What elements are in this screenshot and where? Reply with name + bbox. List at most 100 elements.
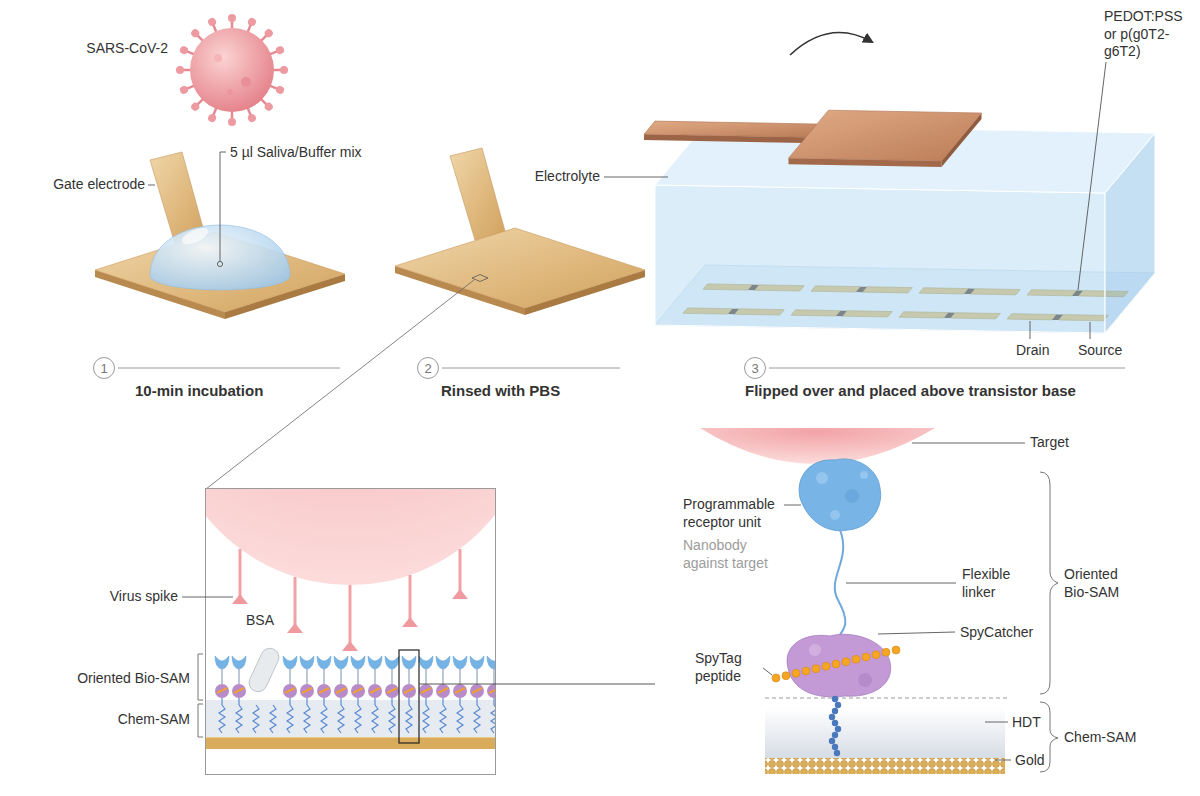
- nanobody-texture: [845, 489, 859, 503]
- part-label: Electrolyte: [535, 168, 600, 186]
- step-rule: [118, 368, 340, 369]
- inset-scene: [205, 488, 496, 749]
- gold-layer: [205, 737, 496, 749]
- drop-highlight: [180, 225, 210, 248]
- spike-head: [287, 623, 303, 633]
- leader-line: [604, 177, 668, 178]
- receptor: [402, 656, 416, 733]
- layer-label: Chem-SAM: [118, 711, 190, 729]
- spycatcher-texture: [858, 673, 872, 687]
- spike-stalk: [239, 549, 242, 596]
- leader-line: [1078, 62, 1106, 290]
- spycatcher-texture: [809, 644, 821, 656]
- gate-tab: [644, 121, 817, 137]
- electrolyte-front: [655, 185, 1105, 333]
- leader-line: [1030, 321, 1031, 339]
- step-number: 1: [100, 362, 107, 375]
- virus-surface: [205, 488, 496, 585]
- leader-line: [1090, 322, 1091, 339]
- spike-stalk: [409, 575, 412, 619]
- step-rule: [442, 368, 620, 369]
- thiol-chain: [253, 705, 259, 733]
- gate-electrode: [395, 148, 645, 315]
- gold-edge: [205, 737, 496, 738]
- layer-label: Oriented Bio-SAM: [77, 670, 190, 688]
- molecule-label: BSA: [246, 612, 274, 630]
- spike-protein: [228, 14, 236, 30]
- part-label: HDT: [1012, 714, 1041, 732]
- part-label: SpyTag peptide: [695, 650, 757, 685]
- step-circle: 2: [417, 357, 439, 379]
- leader-dot: [217, 261, 222, 266]
- leader-line: [784, 505, 801, 506]
- spike-head: [232, 594, 248, 604]
- spike-head: [402, 617, 418, 627]
- nanobody-texture: [830, 510, 840, 520]
- receptor: [470, 656, 484, 733]
- receptor: [368, 656, 382, 733]
- spycatcher: [787, 634, 891, 697]
- nanobody-texture: [860, 471, 868, 479]
- spike-stalk: [459, 549, 462, 591]
- leader-line: [220, 152, 226, 261]
- gold-atoms: [765, 758, 1005, 774]
- nanobody-texture: [816, 472, 828, 484]
- spike-head: [452, 589, 468, 599]
- spike-stalk: [349, 585, 352, 643]
- spike-head: [342, 641, 358, 651]
- virus-particle: [176, 14, 288, 126]
- terminal-label: Drain: [1016, 342, 1049, 360]
- leader-line: [995, 760, 1011, 761]
- highlight-box: [399, 650, 419, 743]
- leader-line: [985, 722, 1008, 723]
- hdt-layer: [765, 708, 1005, 758]
- leader-line: [148, 185, 155, 186]
- terminal-label: Source: [1078, 342, 1122, 360]
- virus-texture: [227, 89, 233, 95]
- chem-sam-band: [205, 700, 496, 737]
- flip-arrow: [790, 33, 872, 55]
- virus-body: [190, 28, 274, 112]
- leader-line: [182, 597, 233, 598]
- flipped-gate: [644, 110, 982, 167]
- virus-label: SARS-CoV-2: [86, 40, 168, 58]
- part-label: Virus spike: [110, 588, 178, 606]
- step-rule: [769, 368, 1125, 369]
- step-caption: 10-min incubation: [135, 382, 263, 401]
- part-label: Gold: [1015, 752, 1045, 770]
- flexible-linker: [835, 530, 846, 640]
- receptor: [334, 656, 348, 733]
- spike-protein: [176, 66, 192, 74]
- part-label: Target: [1030, 434, 1069, 452]
- divider-dashed: [765, 698, 1010, 699]
- spike-protein: [272, 66, 288, 74]
- receptor: [215, 656, 229, 733]
- part-label: Flexible linker: [962, 566, 1032, 601]
- zoom-line: [419, 684, 655, 685]
- receptor: [385, 656, 399, 733]
- gate-pad: [789, 110, 982, 161]
- material-label: PEDOT:PSS or p(g0T2-g6T2): [1104, 8, 1194, 61]
- leader-line: [846, 583, 956, 584]
- note-label: Nanobody against target: [683, 537, 785, 572]
- virus-texture: [214, 54, 222, 62]
- part-label: SpyCatcher: [960, 624, 1033, 642]
- sample-label: 5 µl Saliva/Buffer mix: [230, 144, 362, 162]
- step-caption: Flipped over and placed above transistor…: [745, 382, 1076, 401]
- inset-frame: [206, 489, 496, 775]
- virus-texture: [241, 77, 251, 87]
- receptor: [232, 656, 246, 733]
- step-number: 3: [751, 362, 758, 375]
- layer-label: Oriented Bio-SAM: [1064, 566, 1144, 601]
- receptor: [436, 656, 450, 733]
- leader-line: [912, 443, 1025, 444]
- target-surface: [700, 428, 935, 464]
- spytag-beads: [772, 646, 900, 682]
- step-circle: 1: [93, 357, 115, 379]
- part-label: Gate electrode: [53, 176, 145, 194]
- receptor: [419, 656, 433, 733]
- spike-stalk: [294, 577, 297, 625]
- leader-line: [878, 632, 955, 634]
